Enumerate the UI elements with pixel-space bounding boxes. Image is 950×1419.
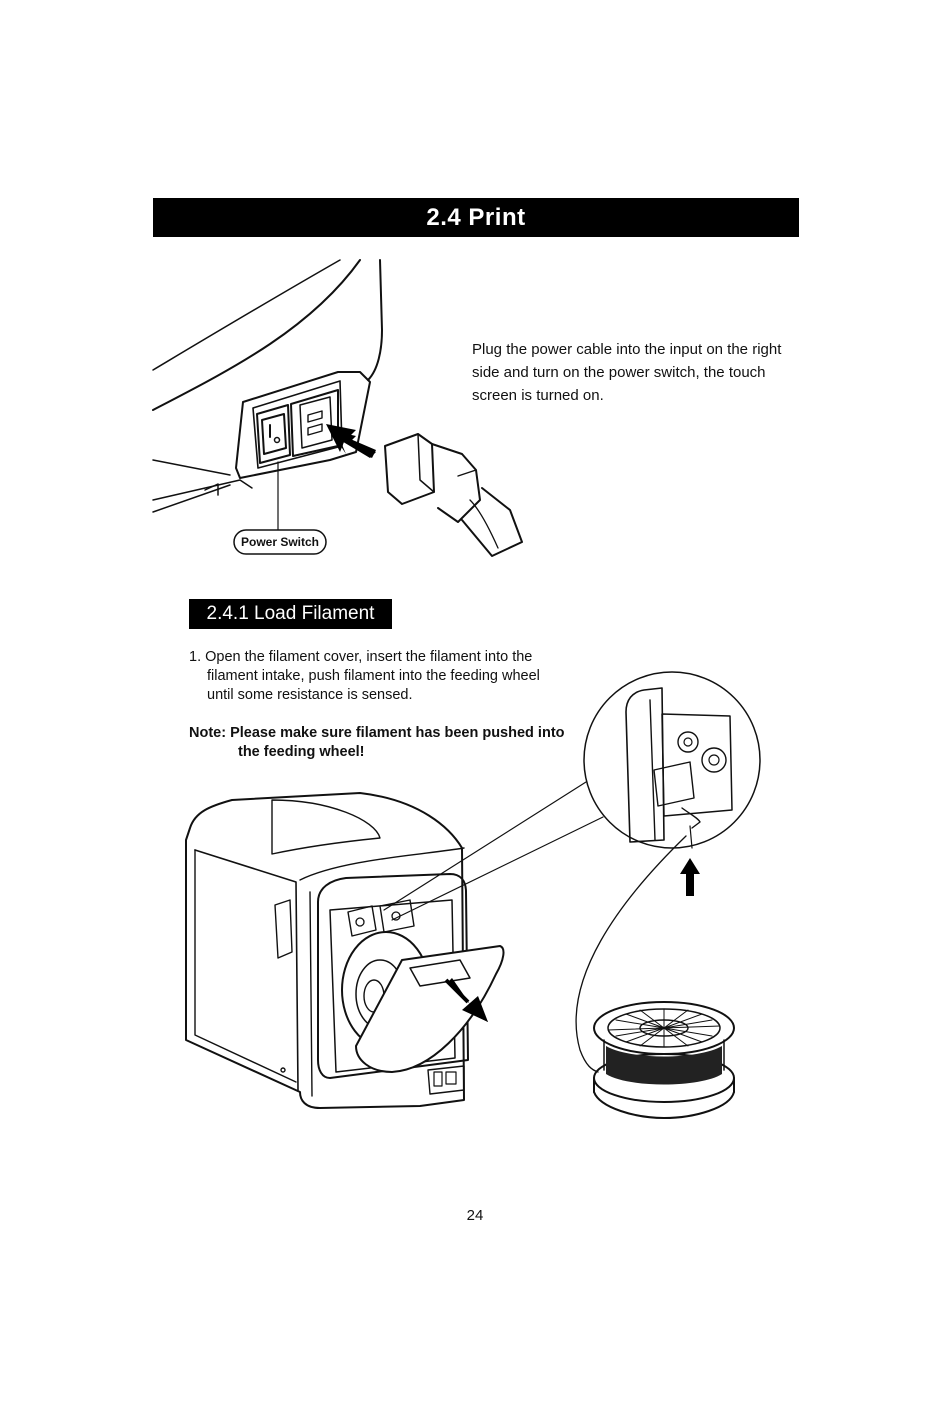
step-1-line-1: 1. Open the filament cover, insert the f… xyxy=(189,649,533,665)
note: Note: Please make sure filament has been… xyxy=(189,724,599,762)
subsection-title: 2.4.1 Load Filament xyxy=(206,603,375,624)
section-title-bar: 2.4 Print xyxy=(153,198,799,237)
note-line-2: the feeding wheel! xyxy=(238,744,365,760)
note-line-1: Note: Please make sure filament has been… xyxy=(189,725,565,741)
subsection-title-bar: 2.4.1 Load Filament xyxy=(189,599,392,629)
intro-paragraph: Plug the power cable into the input on t… xyxy=(472,341,782,404)
step-1-line-2: filament intake, push filament into the … xyxy=(207,668,540,684)
section-title: 2.4 Print xyxy=(426,203,526,231)
page-number: 24 xyxy=(466,1207,484,1224)
power-switch-callout: Power Switch xyxy=(240,535,320,549)
step-1: 1. Open the filament cover, insert the f… xyxy=(189,648,589,705)
step-1-line-3: until some resistance is sensed. xyxy=(207,687,413,703)
